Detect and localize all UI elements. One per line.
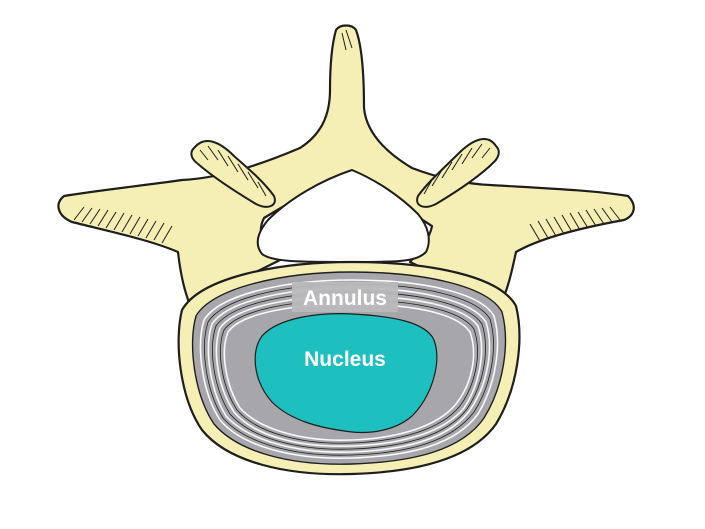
annulus-label-box (292, 282, 398, 312)
right-facet-hatching (423, 143, 491, 195)
left-transverse-process-hatching (73, 206, 173, 244)
right-transverse-process-hatching (529, 206, 621, 242)
spinous-process-hatching (341, 29, 353, 51)
right-articular-facet (416, 138, 500, 208)
left-articular-facet (190, 140, 276, 208)
left-facet-hatching (199, 145, 267, 197)
nucleus-pulposus (254, 313, 438, 434)
annulus-label: Annulus (303, 287, 387, 310)
nucleus-label: Nucleus (304, 348, 386, 371)
